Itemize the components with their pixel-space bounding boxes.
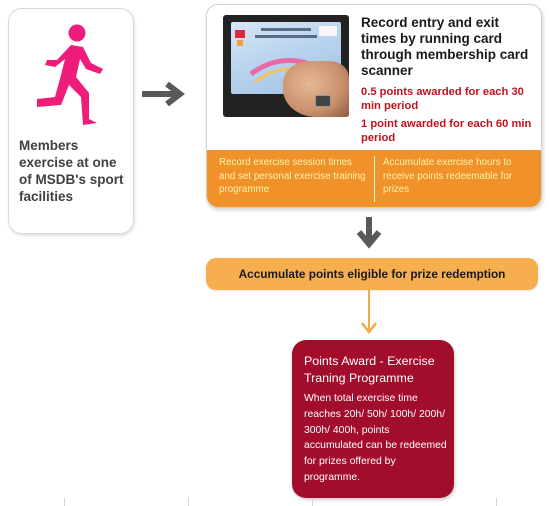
- down-arrow-icon: [356, 217, 382, 249]
- scanner-heading: Record entry and exit times by running c…: [361, 15, 529, 78]
- bottom-tick: [496, 498, 497, 506]
- accumulate-points-bar: Accumulate points eligible for prize red…: [206, 258, 538, 290]
- bottom-tick: [188, 498, 189, 506]
- hand-image: [283, 61, 349, 117]
- card-scanner-photo: [223, 15, 349, 117]
- bottom-tick: [312, 498, 313, 506]
- right-arrow-icon: [142, 82, 185, 106]
- band-right-text: Accumulate exercise hours to receive poi…: [383, 157, 513, 195]
- member-description: Members exercise at one of MSDB's sport …: [19, 138, 124, 204]
- accumulate-points-text: Accumulate points eligible for prize red…: [238, 267, 506, 281]
- connector-arrow-icon: [361, 290, 377, 335]
- band-divider: [374, 156, 375, 202]
- points-half-rule: 0.5 points awarded for each 30 min perio…: [361, 86, 524, 112]
- award-description: When total exercise time reaches 20h/ 50…: [304, 393, 447, 483]
- award-title: Points Award - Exercise Traning Programm…: [304, 354, 435, 385]
- member-card: Members exercise at one of MSDB's sport …: [8, 8, 134, 234]
- band-left-text: Record exercise session times and set pe…: [219, 157, 366, 195]
- scanner-panel: Record entry and exit times by running c…: [206, 4, 542, 208]
- points-one-rule: 1 point awarded for each 60 min period: [361, 118, 532, 144]
- runner-icon: [37, 24, 103, 125]
- watch-image: [315, 95, 331, 107]
- bottom-tick: [64, 498, 65, 506]
- points-award-box: Points Award - Exercise Traning Programm…: [292, 340, 454, 498]
